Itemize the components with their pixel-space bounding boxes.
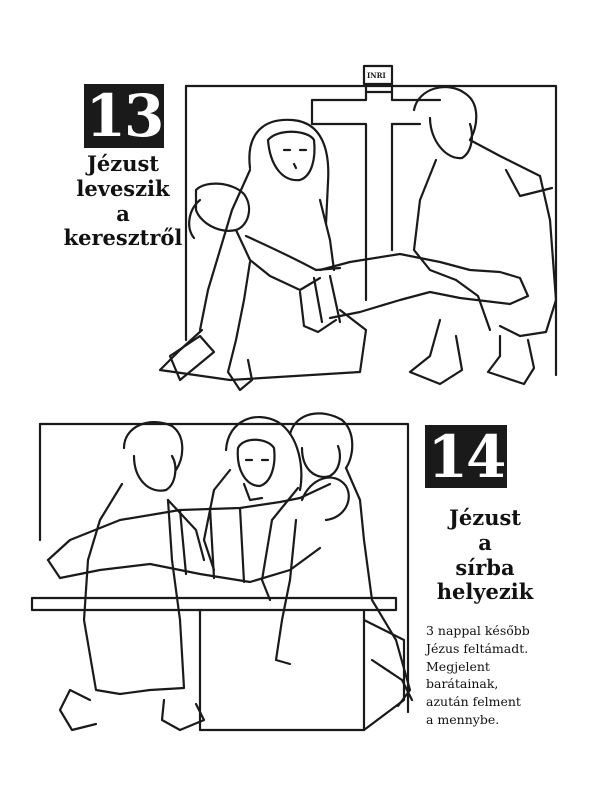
caption-line: sírba	[455, 554, 515, 580]
caption-line: helyezik	[436, 579, 534, 605]
note-line: 3 nappal később	[426, 623, 530, 638]
caption-line: Jézust	[448, 505, 521, 530]
caption-line: a	[478, 529, 492, 555]
frame-13	[184, 84, 558, 377]
note-line: Jézus feltámadt.	[426, 640, 529, 656]
caption-line: keresztről	[63, 225, 183, 251]
jesus-figure	[188, 182, 530, 392]
station-14-number-badge: 14	[425, 423, 507, 491]
note-line: azután felment	[426, 694, 521, 709]
note-line: barátainak,	[426, 676, 499, 692]
station-14-caption: Jézust a sírba helyezik	[420, 505, 550, 605]
mary-figure-14	[202, 415, 303, 572]
caption-line: Jézust	[86, 151, 159, 176]
jesus-figure-14	[46, 476, 350, 666]
cross-icon	[310, 64, 442, 302]
resurrection-note: 3 nappal később Jézus feltámadt. Megjele…	[426, 622, 566, 729]
man-left-figure	[58, 421, 206, 732]
inri-sign: INRI	[367, 71, 386, 80]
man-right-figure	[260, 412, 414, 708]
joseph-figure	[408, 85, 558, 386]
caption-line: leveszik	[76, 175, 170, 201]
note-line: Megjelent	[426, 658, 490, 674]
station-13-caption: Jézust leveszik a keresztről	[48, 151, 198, 251]
tomb-slab	[30, 596, 406, 732]
station-13-number-badge: 13	[84, 82, 164, 150]
caption-line: a	[116, 200, 130, 226]
frame-14	[38, 422, 410, 714]
note-line: a mennybe.	[426, 711, 500, 727]
